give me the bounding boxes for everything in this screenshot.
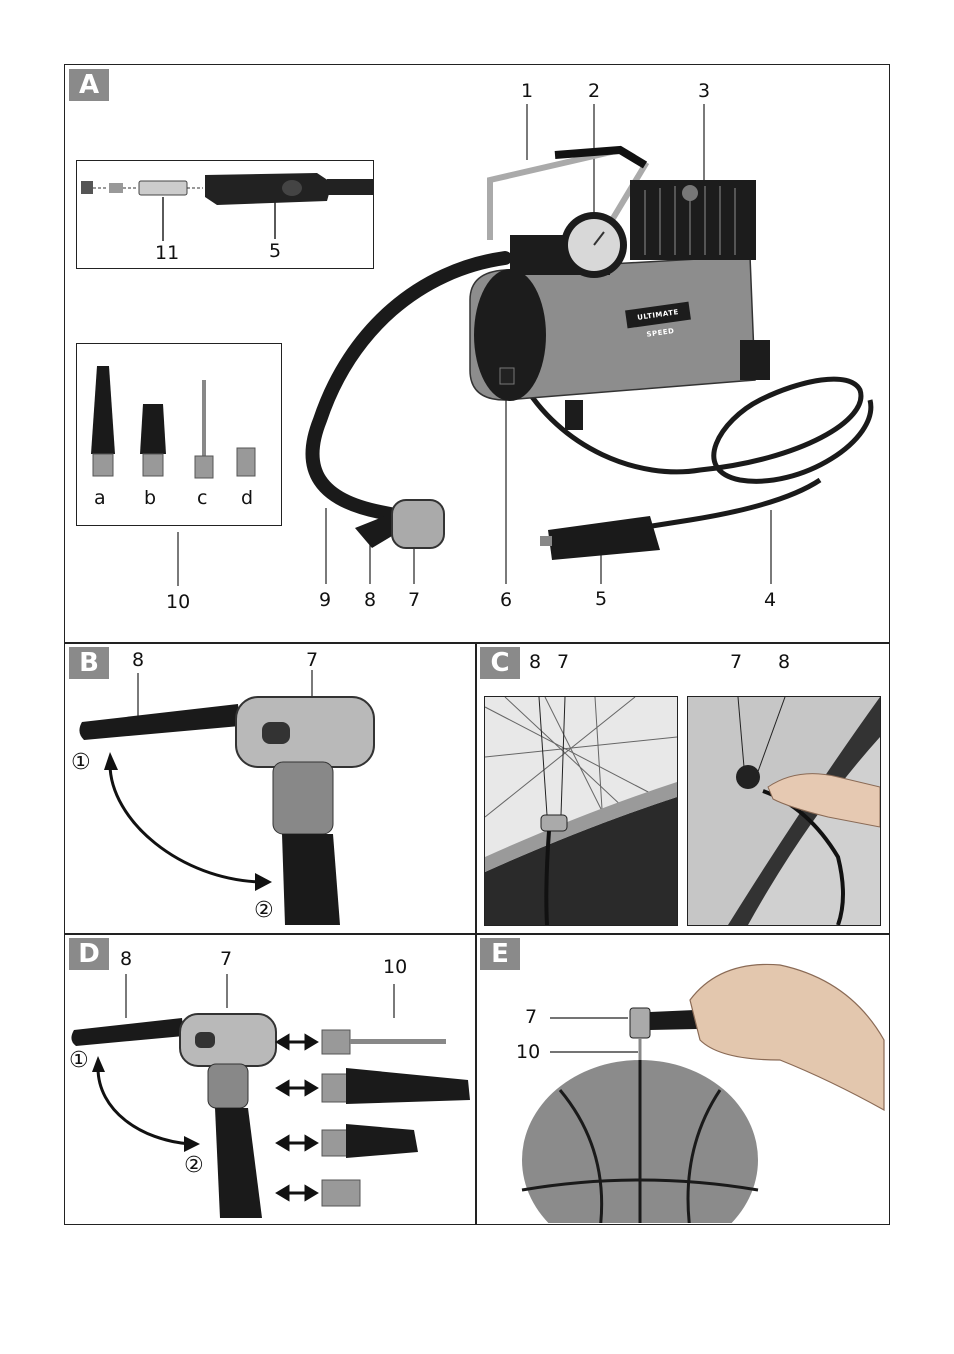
panel-b-tag: B xyxy=(69,647,109,679)
fuse-plug-illustration xyxy=(81,173,373,241)
panel-b-position-2: ② xyxy=(254,898,274,923)
panel-d-callout-7: 7 xyxy=(220,948,233,970)
callout-5: 5 xyxy=(595,588,608,610)
callout-7: 7 xyxy=(408,589,421,611)
callout-10: 10 xyxy=(166,591,191,613)
panel-b-position-1: ① xyxy=(71,750,91,775)
bicycle-wheel-photo xyxy=(484,696,678,926)
panel-b: B xyxy=(64,642,477,935)
adapters-inset: a b c d xyxy=(76,343,282,526)
callout-2: 2 xyxy=(588,80,601,102)
panel-c-left-callout-7: 7 xyxy=(557,651,570,673)
callout-4: 4 xyxy=(764,589,777,611)
adapter-label-a: a xyxy=(94,487,106,509)
adapter-label-c: c xyxy=(197,487,208,509)
callout-5-inset: 5 xyxy=(269,240,282,262)
panel-c: C xyxy=(475,642,890,935)
panel-a-tag: A xyxy=(69,69,109,101)
panel-d-callout-8: 8 xyxy=(120,948,133,970)
callout-9: 9 xyxy=(319,589,332,611)
callout-8: 8 xyxy=(364,589,377,611)
panel-b-callout-7: 7 xyxy=(306,649,319,671)
callout-6: 6 xyxy=(500,589,513,611)
panel-e-tag: E xyxy=(480,938,520,970)
adapter-label-d: d xyxy=(241,487,254,509)
panel-d: D xyxy=(64,933,477,1225)
panel-a: A xyxy=(64,64,890,644)
callout-11: 11 xyxy=(155,242,180,264)
bicycle-wheel-illustration xyxy=(485,697,677,925)
panel-c-right-callout-7: 7 xyxy=(730,651,743,673)
panel-e-callout-10: 10 xyxy=(516,1041,541,1063)
panel-d-callout-10: 10 xyxy=(383,956,408,978)
panel-d-tag: D xyxy=(69,938,109,970)
fuse-inset: 11 5 xyxy=(76,160,374,269)
panel-d-position-2: ② xyxy=(184,1153,204,1178)
car-wheel-photo xyxy=(687,696,881,926)
adapter-label-b: b xyxy=(144,487,157,509)
panel-d-position-1: ① xyxy=(69,1048,89,1073)
panel-e: E xyxy=(475,933,890,1225)
panel-c-right-callout-8: 8 xyxy=(778,651,791,673)
callout-3: 3 xyxy=(698,80,711,102)
panel-b-callout-8: 8 xyxy=(132,649,145,671)
callout-1: 1 xyxy=(521,80,534,102)
adapters-illustration xyxy=(91,366,256,479)
panel-c-tag: C xyxy=(480,647,520,679)
panel-e-callout-7: 7 xyxy=(525,1006,538,1028)
car-wheel-illustration xyxy=(688,697,880,925)
panel-c-left-callout-8: 8 xyxy=(529,651,542,673)
